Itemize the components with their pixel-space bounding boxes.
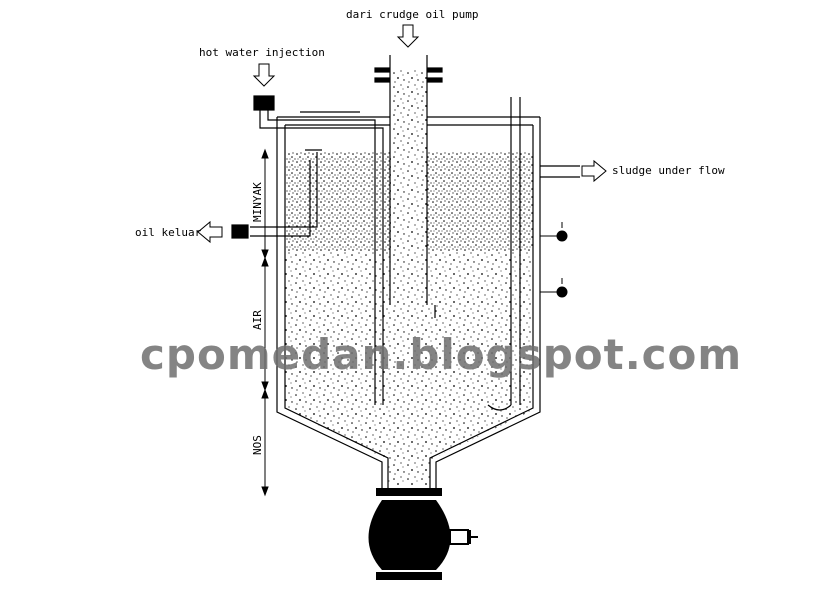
hot-water-label: hot water injection (199, 46, 325, 59)
oil-out-arrow-icon (197, 220, 223, 244)
bottom-valve (368, 488, 478, 580)
oil-out-label: oil keluar (135, 226, 202, 239)
feed-arrow-icon (396, 24, 420, 48)
feed-label: dari crudge oil pump (346, 8, 479, 21)
layer-nos-label: NOS (251, 435, 264, 455)
layer-water-label: AIR (251, 310, 264, 330)
hot-water-arrow-icon (252, 63, 276, 87)
sludge-label: sludge under flow (612, 164, 725, 177)
sample-valves (540, 222, 568, 298)
oil-outlet-pipe (231, 149, 322, 239)
tank-content (285, 70, 533, 485)
sludge-arrow-icon (581, 159, 607, 183)
tank-body (276, 116, 541, 490)
layer-oil-label: MINYAK (251, 182, 264, 222)
watermark: cpomedan.blogspot.com (140, 330, 743, 379)
level-dimension (261, 148, 269, 497)
hot-water-pipe (253, 95, 384, 405)
sludge-pipe (487, 97, 580, 411)
